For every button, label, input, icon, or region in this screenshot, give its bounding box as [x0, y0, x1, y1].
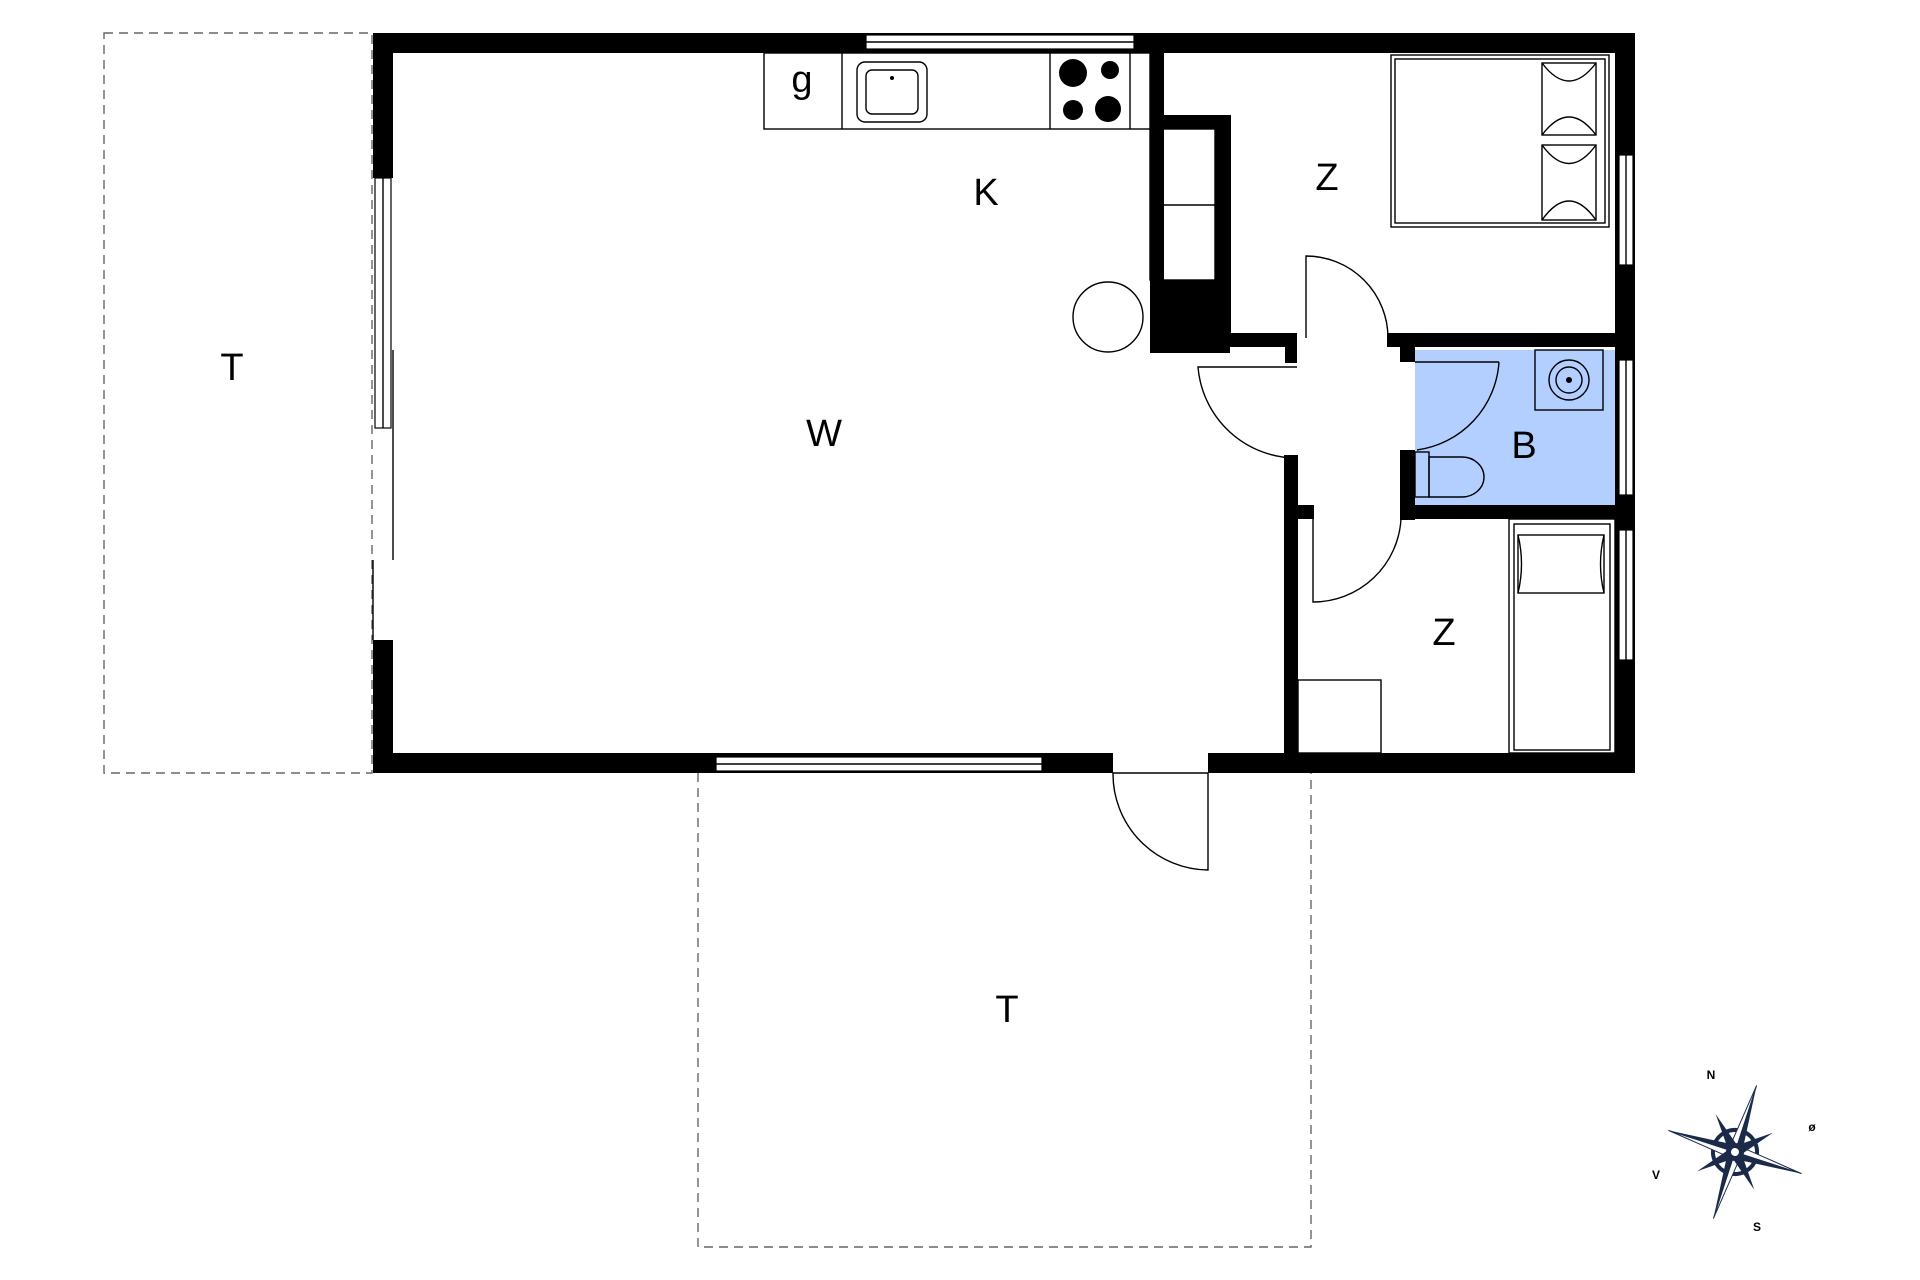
compass-south-label: S — [1753, 1220, 1761, 1234]
kitchen-store-label: g — [791, 59, 812, 101]
compass-rose-icon — [1668, 1085, 1802, 1219]
door-swings — [1112, 255, 1500, 871]
kitchen-cabinet — [1149, 128, 1216, 281]
sink-icon — [856, 61, 928, 123]
compass-east-label: ø — [1808, 1120, 1816, 1134]
kitchen-counter — [763, 52, 1151, 130]
double-bed-icon — [1390, 54, 1610, 228]
single-bed-icon — [1508, 518, 1616, 754]
kitchen-label: K — [973, 172, 998, 214]
terrace-south-outline — [697, 773, 1312, 1248]
windows — [374, 34, 1634, 772]
interior-walls — [1150, 53, 1635, 773]
round-table-icon — [1072, 281, 1144, 353]
desk-icon — [1297, 679, 1382, 754]
compass-west-label: V — [1652, 1168, 1660, 1182]
terrace-south-label: T — [995, 989, 1018, 1031]
bathroom-label: B — [1511, 425, 1536, 467]
bedroom-north-label: Z — [1315, 157, 1338, 199]
toilet-icon — [1414, 451, 1485, 498]
bedroom-south-label: Z — [1432, 612, 1455, 654]
compass-north-label: N — [1707, 1068, 1716, 1082]
terrace-west-label: T — [220, 347, 243, 389]
terrace-west-outline — [103, 32, 373, 774]
washbasin-icon — [1534, 349, 1604, 411]
stove-icon — [1059, 59, 1121, 122]
living-room-label: W — [806, 413, 842, 455]
